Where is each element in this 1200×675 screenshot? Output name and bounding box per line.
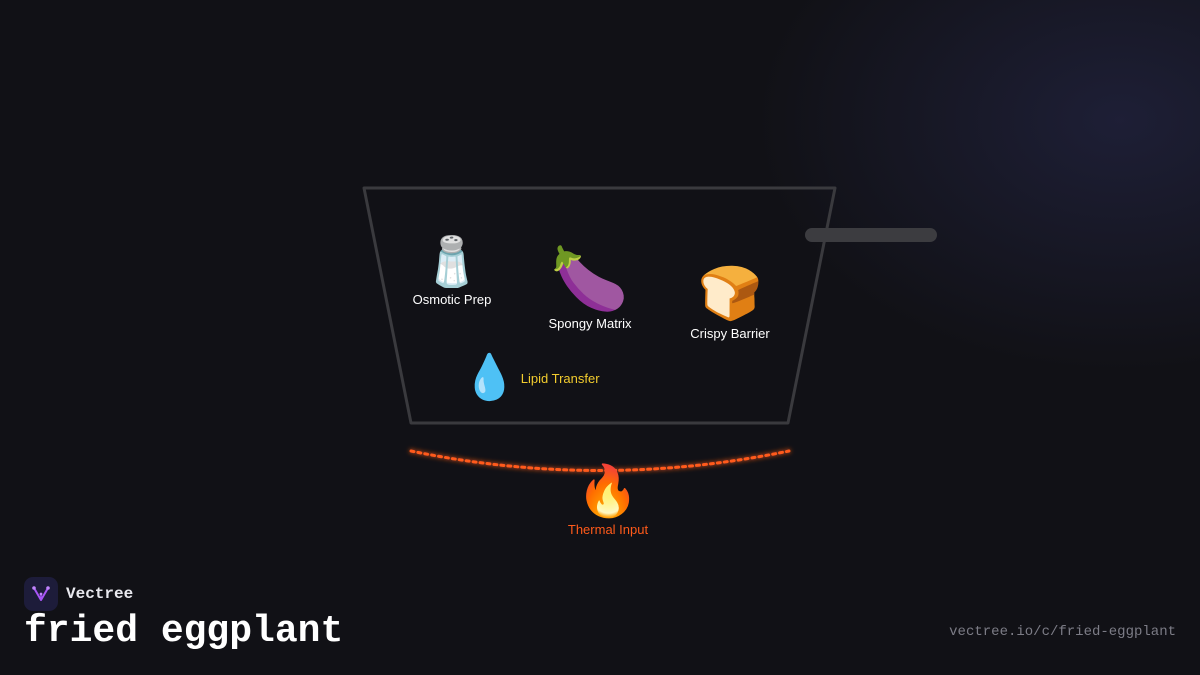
thermal-input-node: 🔥 Thermal Input xyxy=(548,466,668,537)
lipid-transfer-label: Lipid Transfer xyxy=(520,370,600,386)
osmotic-prep-label: Osmotic Prep xyxy=(412,292,492,307)
osmotic-prep-node: 🧂 Osmotic Prep xyxy=(396,238,508,307)
crispy-barrier-node: 🍞 Crispy Barrier xyxy=(674,268,786,341)
spongy-matrix-label: Spongy Matrix xyxy=(548,316,632,331)
bread-icon: 🍞 xyxy=(697,264,763,324)
salt-shaker-icon: 🧂 xyxy=(422,234,482,290)
crispy-barrier-label: Crispy Barrier xyxy=(690,326,770,341)
droplet-icon: 💧 xyxy=(462,352,517,403)
lipid-transfer-node: 💧 Lipid Transfer xyxy=(462,356,600,400)
brand: Vectree xyxy=(24,577,133,611)
source-url[interactable]: vectree.io/c/fried-eggplant xyxy=(949,624,1176,640)
fire-icon: 🔥 xyxy=(576,462,640,520)
spongy-matrix-node: 🍆 Spongy Matrix xyxy=(530,242,650,332)
thermal-input-label: Thermal Input xyxy=(567,522,649,537)
pan-outline xyxy=(362,186,837,425)
heat-arc xyxy=(409,449,791,472)
vectree-logo-icon xyxy=(24,577,58,611)
eggplant-icon: 🍆 xyxy=(551,242,629,315)
pan-handle xyxy=(805,228,937,242)
brand-name: Vectree xyxy=(66,585,134,603)
page-title: fried eggplant xyxy=(24,610,344,653)
